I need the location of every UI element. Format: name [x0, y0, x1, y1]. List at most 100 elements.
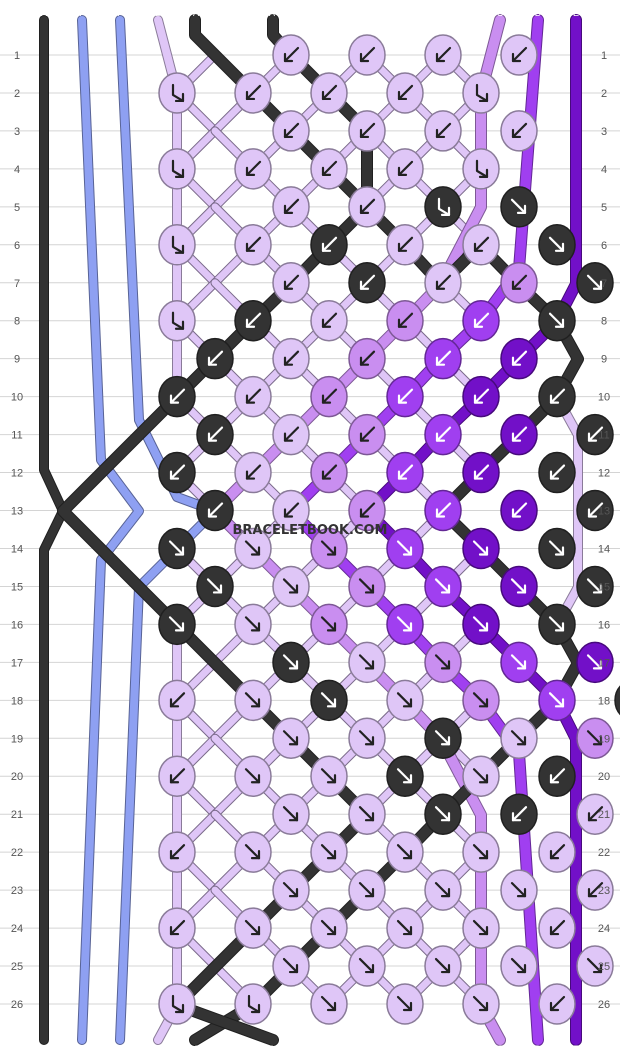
row-number-left: 7 [14, 278, 20, 290]
knot-arrow-icon [437, 197, 451, 216]
knot-circle [158, 224, 196, 266]
knot-arrowhead-icon [435, 52, 446, 63]
knot-arrow-icon [245, 160, 262, 176]
knot-arrow-icon [283, 274, 300, 290]
knot-arrow-icon [358, 730, 375, 746]
knot-arrow-icon [586, 274, 603, 290]
knot-arrow-icon [549, 919, 566, 936]
knot-arrow-icon [549, 768, 566, 784]
knot-arrow-icon [206, 578, 223, 594]
knot-arrowhead-icon [592, 736, 603, 746]
knot [500, 413, 538, 456]
knot [234, 451, 272, 494]
knot [500, 186, 538, 228]
knot [386, 755, 424, 797]
knot-arrow-icon [435, 426, 452, 442]
knot-arrow-icon [475, 83, 489, 103]
knot-arrow-icon [587, 502, 604, 518]
knot-arrow-icon [244, 616, 261, 632]
string-label: B [155, 1044, 161, 1054]
knot [462, 907, 500, 949]
watermark: BRACELETBOOK.COM [233, 523, 388, 538]
knot-arrowhead-icon [250, 698, 261, 708]
knot-arrowhead-icon [554, 242, 565, 252]
knot [272, 793, 310, 835]
knot-arrowhead-icon [549, 850, 560, 860]
knot-arrowhead-icon [245, 242, 256, 252]
row-number-right: 22 [598, 847, 610, 859]
knot [272, 641, 310, 684]
knot-arrowhead-icon [326, 622, 337, 632]
knot-arrow-icon [171, 235, 185, 254]
knot [538, 603, 576, 646]
knot-arrow-icon [321, 388, 338, 404]
knot [538, 755, 576, 797]
knot [462, 72, 500, 114]
knot-arrowhead-icon [283, 204, 294, 214]
knot-circle [614, 685, 620, 716]
knot-circle [234, 983, 272, 1025]
knot-arrow-icon [548, 616, 565, 632]
knot-arrowhead-icon [478, 622, 489, 632]
row-number-left: 23 [11, 885, 23, 897]
knot [500, 110, 538, 152]
knot [424, 717, 462, 760]
knot-arrowhead-icon [321, 470, 332, 480]
knot-arrowhead-icon [174, 320, 185, 330]
knot [424, 869, 462, 911]
knot-arrowhead-icon [245, 90, 256, 101]
knot [348, 413, 386, 456]
knot-arrow-icon [434, 957, 451, 974]
knot-arrowhead-icon [554, 318, 565, 328]
knot-arrowhead-icon [473, 394, 484, 404]
knot-arrow-icon [320, 540, 337, 556]
knot-arrow-icon [283, 122, 300, 139]
row-number-right: 6 [601, 240, 607, 252]
knot [386, 72, 424, 114]
knot [462, 224, 500, 266]
knot [310, 148, 348, 190]
string-label: B [459, 8, 465, 18]
knot-arrow-icon [511, 122, 528, 139]
knot-arrowhead-icon [250, 850, 261, 860]
string-label: A [269, 1044, 275, 1054]
string-label: F [79, 1044, 85, 1054]
knot [576, 717, 614, 760]
knot-arrow-icon [168, 616, 185, 632]
knot [234, 755, 272, 797]
knot [462, 299, 500, 342]
knot [538, 907, 576, 949]
knot [158, 983, 196, 1025]
knot [424, 34, 462, 76]
knot-circle [424, 186, 462, 228]
knot [158, 527, 196, 570]
knot [538, 527, 576, 570]
knot [424, 565, 462, 608]
string-label: A [41, 1044, 47, 1054]
knot-arrowhead-icon [435, 432, 446, 442]
knot-arrowhead-icon [516, 660, 527, 670]
row-number-left: 18 [11, 695, 23, 707]
knot [500, 262, 538, 304]
knot-arrow-icon [472, 995, 489, 1012]
knot-arrowhead-icon [326, 698, 337, 708]
knot-arrow-icon [586, 730, 603, 746]
knot-arrow-icon [283, 426, 300, 442]
knot-arrow-icon [359, 198, 376, 214]
knot-arrow-icon [171, 311, 185, 330]
knot-arrowhead-icon [397, 318, 408, 328]
knot-arrowhead-icon [169, 925, 180, 936]
knot-arrowhead-icon [207, 432, 218, 442]
knot-arrowhead-icon [549, 470, 560, 480]
string-label: A [269, 8, 275, 18]
knot-arrow-icon [245, 84, 262, 101]
knot-arrow-icon [586, 654, 603, 670]
row-number-right: 25 [598, 961, 610, 973]
knot-arrowhead-icon [288, 812, 299, 822]
knot-arrow-icon [587, 882, 604, 898]
knot [272, 565, 310, 608]
knot [424, 337, 462, 380]
knot [234, 983, 272, 1025]
knot [310, 831, 348, 873]
knot-arrowhead-icon [397, 470, 408, 480]
